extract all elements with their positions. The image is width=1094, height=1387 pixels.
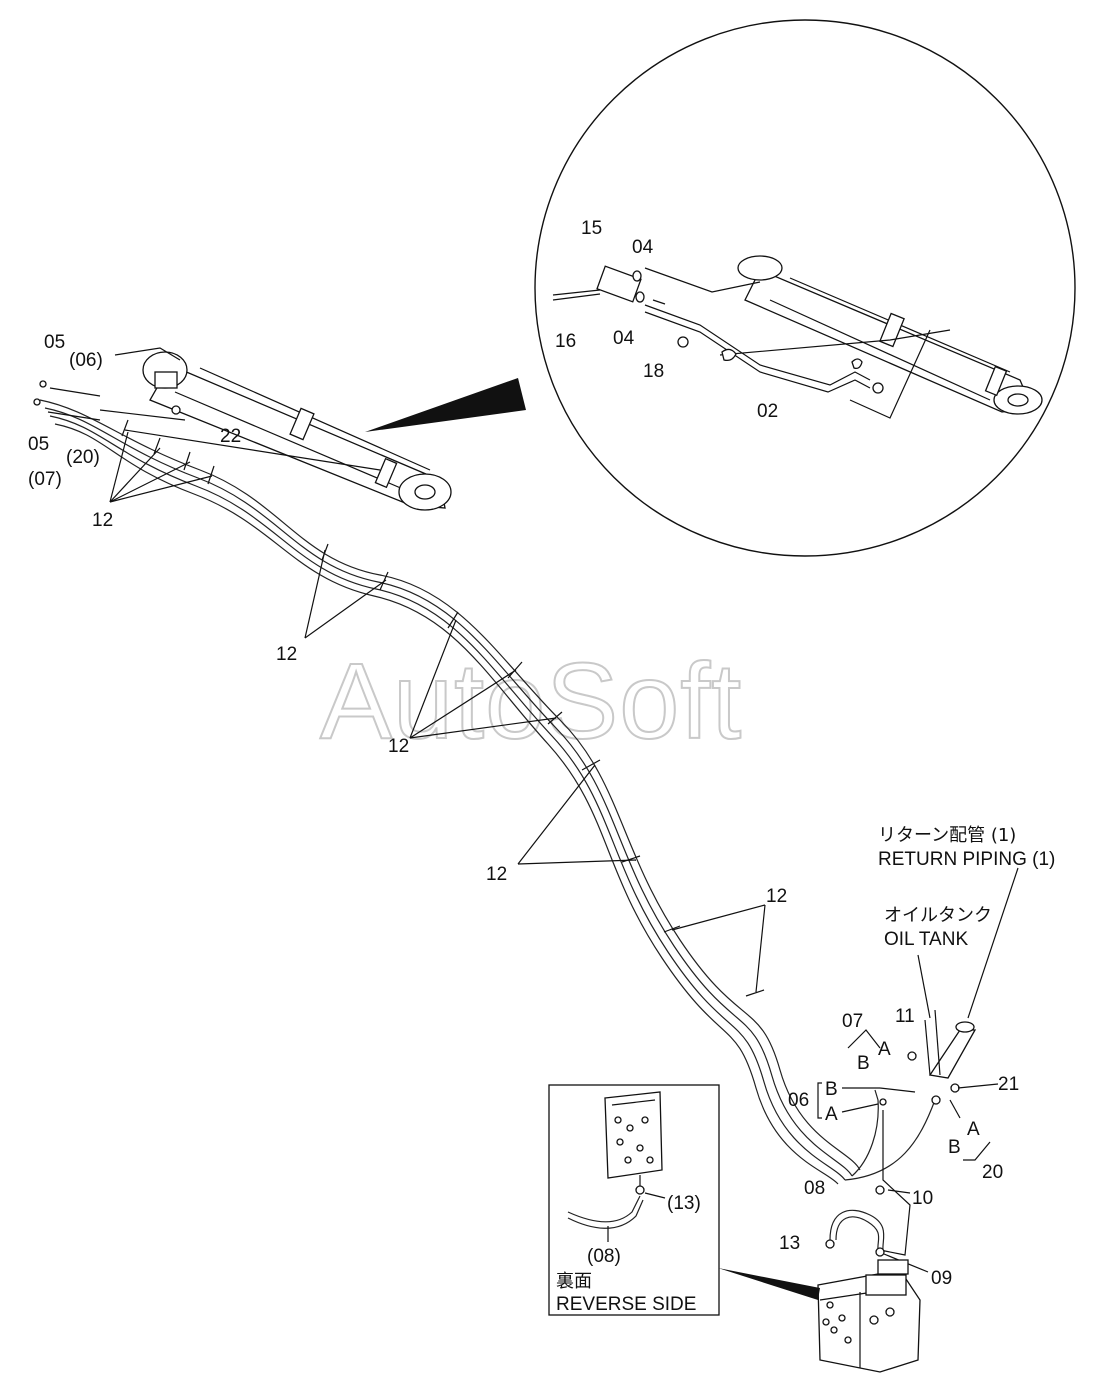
- callout-13: 13: [779, 1233, 800, 1254]
- callout-a-20: A: [967, 1119, 980, 1140]
- note-return-piping-jp: リターン配管 (1): [878, 825, 1016, 846]
- callout-10: 10: [912, 1188, 933, 1209]
- reverse-side-inset: [548, 1084, 720, 1316]
- callout-04-top: 04: [632, 237, 654, 258]
- callout-21: 21: [998, 1074, 1019, 1095]
- ab-brackets: [817, 1029, 991, 1161]
- callout-15: 15: [581, 218, 602, 239]
- callout-12-b: 12: [276, 644, 297, 665]
- callout-07: 07: [842, 1011, 863, 1032]
- callout-04-bottom: 04: [613, 328, 635, 349]
- callout-08: 08: [804, 1178, 825, 1199]
- callout-b-20: B: [948, 1137, 961, 1158]
- lower-pipes: [825, 1110, 929, 1273]
- return-piping-assembly: [879, 867, 1019, 1106]
- callout-16: 16: [555, 331, 576, 352]
- callout-a-07: A: [878, 1039, 891, 1060]
- callout-09: 09: [931, 1268, 952, 1289]
- callout-13-ref: (13): [667, 1193, 701, 1214]
- note-oil-tank-en: OIL TANK: [884, 929, 968, 950]
- callout-b-06: B: [825, 1079, 838, 1100]
- note-oil-tank-jp: オイルタンク: [884, 905, 992, 926]
- leaders-12: [109, 431, 766, 993]
- callout-05-top: 05: [44, 332, 65, 353]
- detail-circle: [365, 19, 1076, 557]
- callout-12-d: 12: [486, 864, 507, 885]
- callout-05-left: 05: [28, 434, 49, 455]
- callout-labels: 05 (06) 05 (07) (20) 22 12 12 12 12 12 1…: [28, 218, 1055, 1315]
- note-return-piping-en: RETURN PIPING (1): [878, 849, 1055, 870]
- callout-b-07: B: [857, 1053, 870, 1074]
- callout-22: 22: [220, 426, 241, 447]
- note-reverse-side-en: REVERSE SIDE: [556, 1294, 696, 1315]
- control-valve: [718, 1259, 921, 1373]
- callout-02: 02: [757, 401, 778, 422]
- callout-12-c: 12: [388, 736, 409, 757]
- callout-06: 06: [788, 1090, 809, 1111]
- callout-a-06: A: [825, 1104, 838, 1125]
- callout-08-ref: (08): [587, 1246, 621, 1267]
- callout-12-e: 12: [766, 886, 787, 907]
- detail-cylinder: [737, 255, 1043, 415]
- note-reverse-side-jp: 裏面: [556, 1271, 592, 1292]
- hose-bundle: [33, 380, 936, 1185]
- callout-12-a: 12: [92, 510, 113, 531]
- hose-clamps: [121, 419, 765, 997]
- callout-20: 20: [982, 1162, 1003, 1183]
- callout-20-ref: (20): [66, 447, 100, 468]
- detail-pipe: [552, 265, 951, 419]
- callout-06-ref: (06): [69, 350, 103, 371]
- callout-18: 18: [643, 361, 664, 382]
- callout-07-ref: (07): [28, 469, 62, 490]
- callout-11: 11: [895, 1006, 915, 1027]
- boom-cylinder: [99, 347, 452, 511]
